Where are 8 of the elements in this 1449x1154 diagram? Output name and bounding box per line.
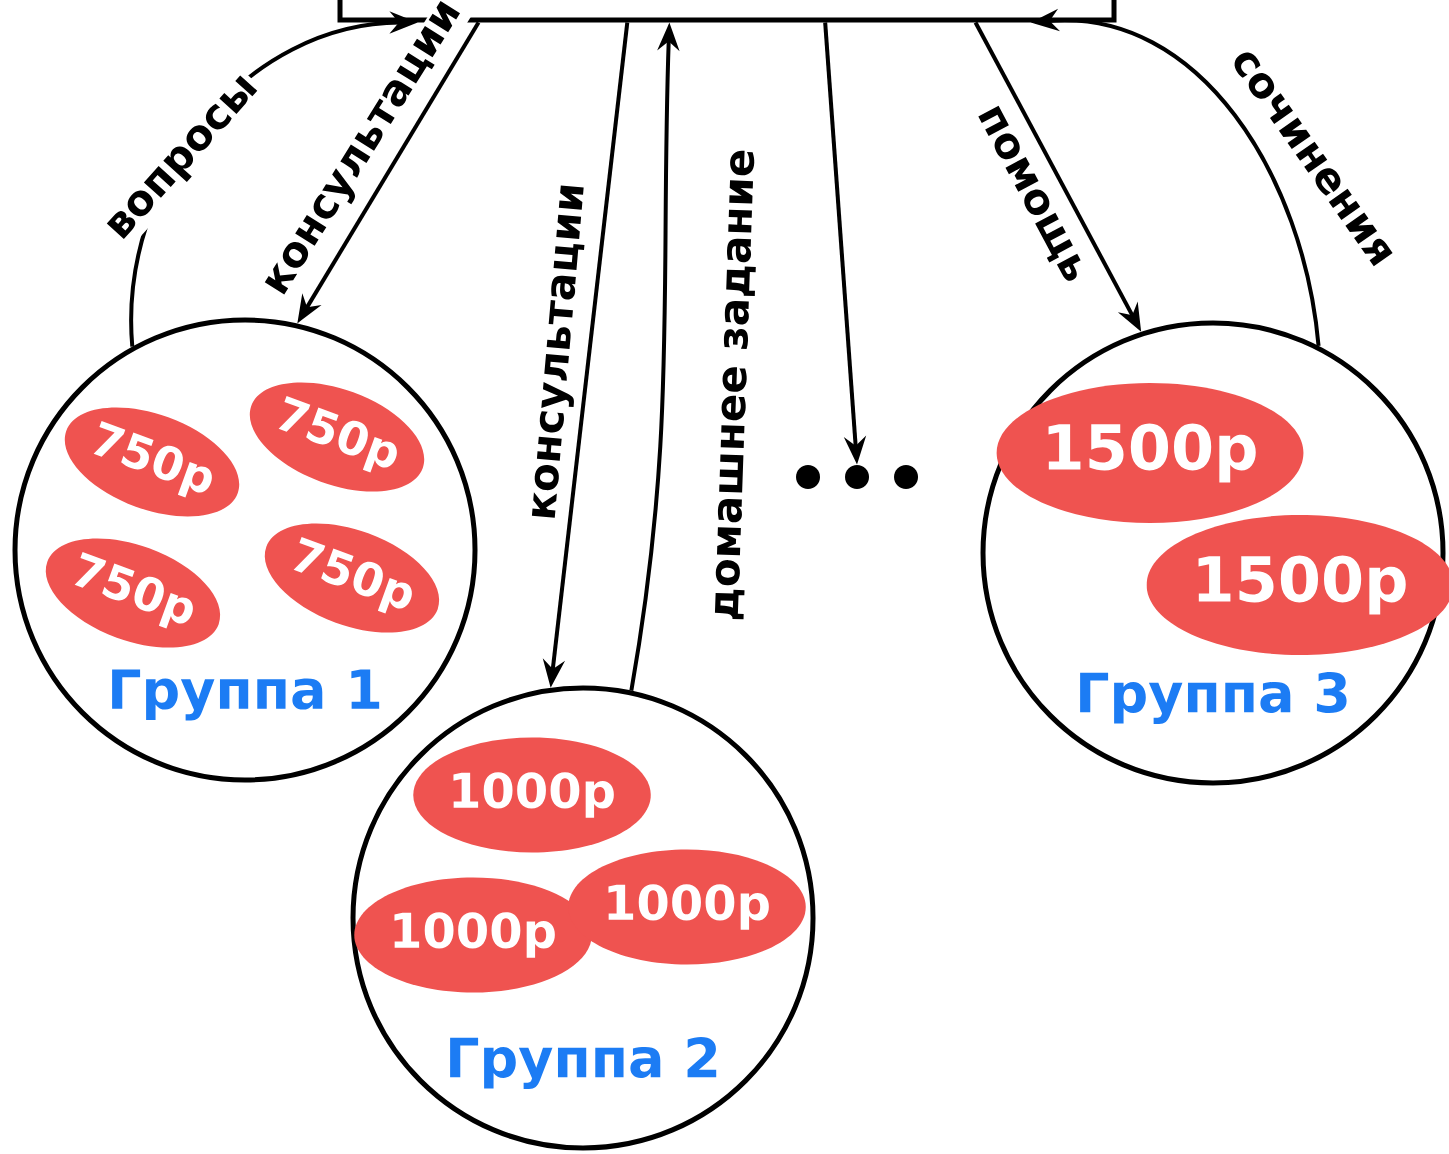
group-label: Группа 1 [112,669,380,721]
ellipsis-dots [796,465,918,489]
edge-label: консультации [528,179,596,525]
node-label: 1000р [394,912,555,958]
edge-label: домашнее задание [712,146,762,624]
group-label: Группа 3 [1080,672,1347,724]
node-label: 1000р [608,884,769,930]
group-label: Группа 2 [450,1037,717,1089]
